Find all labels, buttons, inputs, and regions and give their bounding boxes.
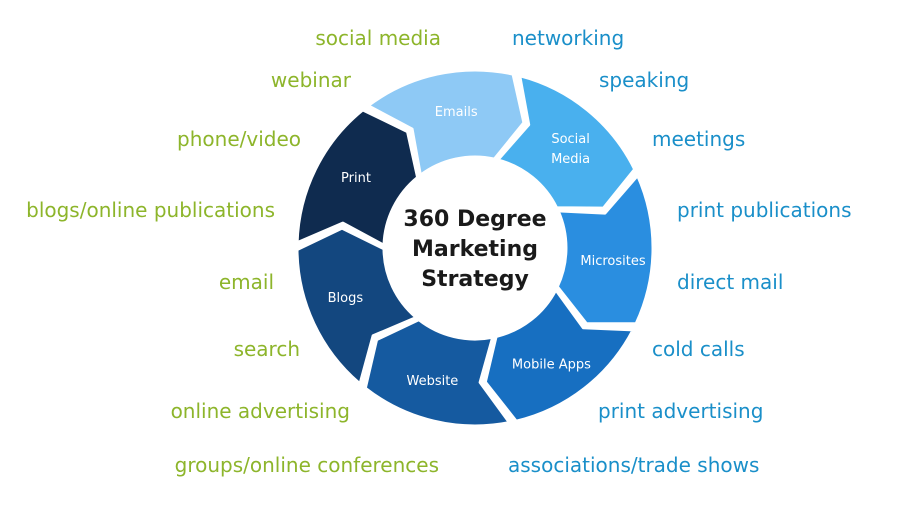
- left-label-online-advertising: online advertising: [170, 399, 350, 423]
- right-label-print-advertising: print advertising: [598, 399, 764, 423]
- left-label-email: email: [218, 270, 274, 294]
- right-label-networking: networking: [512, 26, 625, 50]
- right-label-associations-trade-shows: associations/trade shows: [508, 453, 760, 477]
- segment-label-social-media-0: Social: [551, 132, 590, 147]
- right-label-cold-calls: cold calls: [652, 337, 745, 361]
- left-label-blogs-online-publications: blogs/online publications: [26, 198, 275, 222]
- left-label-social-media: social media: [315, 26, 441, 50]
- segment-label-blogs-0: Blogs: [328, 291, 364, 306]
- center-circle: [384, 157, 566, 339]
- right-label-speaking: speaking: [599, 68, 690, 92]
- right-label-direct-mail: direct mail: [677, 270, 784, 294]
- center-title-line1: 360 Degree: [403, 207, 546, 232]
- left-label-search: search: [233, 337, 300, 361]
- left-label-groups-online-conferences: groups/online conferences: [174, 453, 439, 477]
- right-label-meetings: meetings: [652, 127, 746, 151]
- segment-label-website-0: Website: [406, 374, 458, 389]
- center-title-line3: Strategy: [421, 267, 529, 292]
- center-title-line2: Marketing: [412, 237, 538, 262]
- segment-label-mobile-apps-0: Mobile Apps: [512, 358, 591, 373]
- segment-label-social-media-1: Media: [551, 152, 590, 167]
- left-label-webinar: webinar: [270, 68, 351, 92]
- segment-label-print-0: Print: [341, 171, 371, 186]
- segment-label-emails-0: Emails: [435, 105, 478, 120]
- right-label-print-publications: print publications: [677, 198, 852, 222]
- left-label-phone-video: phone/video: [177, 127, 301, 151]
- segment-label-microsites-0: Microsites: [580, 254, 645, 269]
